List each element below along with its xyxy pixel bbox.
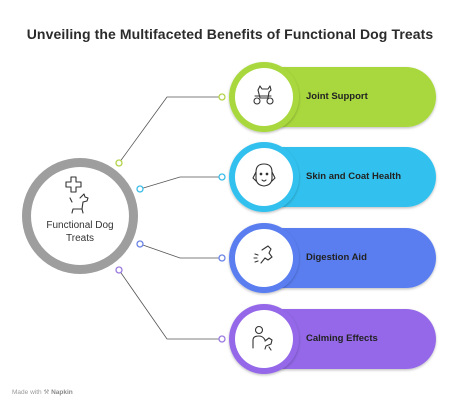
benefit-label-skin-coat: Skin and Coat Health	[306, 171, 402, 182]
dot-skin-left	[136, 185, 144, 193]
connector-digestion	[139, 243, 222, 259]
benefit-joint-support	[229, 62, 436, 132]
footer-credit[interactable]: Made with ⚒ Napkin	[12, 388, 73, 396]
footer-brand: Napkin	[51, 389, 73, 396]
connector-joint-support	[118, 96, 222, 164]
person-with-dog-icon	[252, 325, 273, 351]
benefit-label-digestion: Digestion Aid	[306, 252, 367, 263]
dot-joint-right	[218, 93, 226, 101]
dot-calming-right	[218, 335, 226, 343]
dog-face-icon	[252, 163, 276, 187]
dot-digestion-right	[218, 254, 226, 262]
left-dots	[115, 159, 144, 274]
benefit-digestion	[229, 223, 436, 293]
connector-calming	[118, 269, 222, 340]
benefit-calming	[229, 304, 436, 374]
dog-icon	[69, 193, 89, 214]
napkin-logo-icon: ⚒	[43, 389, 50, 396]
dot-digestion-left	[136, 240, 144, 248]
dot-calming-left	[115, 266, 123, 274]
dot-joint-left	[115, 159, 123, 167]
dog-with-wheels-icon	[253, 85, 274, 105]
connector-skin-coat	[139, 176, 222, 190]
connectors	[118, 96, 222, 340]
center-label: Functional Dog Treats	[46, 220, 114, 244]
dot-skin-right	[218, 173, 226, 181]
benefit-label-calming: Calming Effects	[306, 333, 378, 344]
dog-sniffing-icon	[253, 245, 273, 264]
benefit-label-joint-support: Joint Support	[306, 91, 368, 102]
medical-cross-icon	[65, 176, 82, 193]
center-node	[22, 158, 138, 274]
benefit-skin-coat	[229, 142, 436, 212]
page-title: Unveiling the Multifaceted Benefits of F…	[26, 26, 434, 42]
footer-prefix: Made with	[12, 389, 42, 396]
right-dots	[218, 93, 226, 343]
